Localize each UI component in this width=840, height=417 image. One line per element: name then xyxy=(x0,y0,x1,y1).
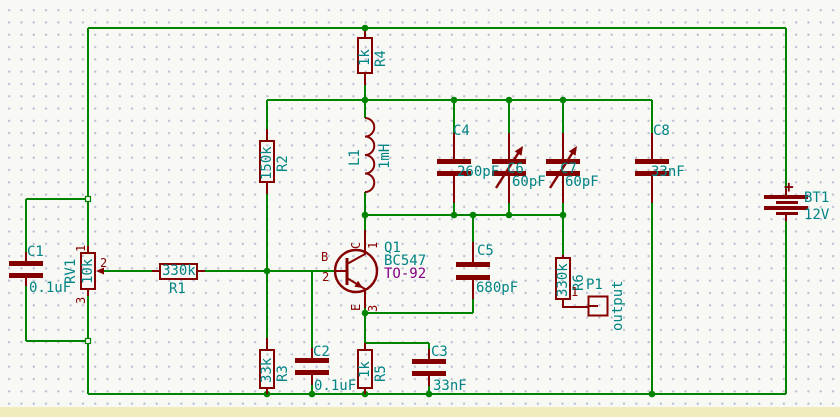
c1-value-label: 0.1uF xyxy=(29,280,72,296)
wires[interactable] xyxy=(25,27,787,395)
rv1-value-label: 10k xyxy=(80,258,96,284)
c3-value-label: 33nF xyxy=(433,378,467,394)
r5-ref-label: R5 xyxy=(373,365,389,382)
resistor-R5-symbol[interactable] xyxy=(357,343,373,394)
capacitor-C8-symbol[interactable] xyxy=(635,133,669,203)
q1-footprint-label: TO-92 xyxy=(384,266,427,282)
q1-base-pin-name: B xyxy=(321,250,329,264)
resistor-R3-symbol[interactable] xyxy=(259,338,275,394)
capacitor-C4-symbol[interactable] xyxy=(437,133,471,203)
trimmer-capacitor-C7-symbol[interactable] xyxy=(546,133,580,203)
c7-value-label: 60pF xyxy=(565,174,599,190)
c7-ref-label: C7 xyxy=(560,161,577,177)
r2-ref-label: R2 xyxy=(275,155,291,172)
q1-base-pin-number: 2 xyxy=(322,270,330,284)
transistor-Q1-symbol[interactable] xyxy=(333,230,379,308)
rv1-ref-label: RV1 xyxy=(63,258,79,284)
bt1-value-label: 12V xyxy=(804,207,830,223)
resistor-R2-symbol[interactable] xyxy=(259,129,275,194)
inductor-L1-symbol[interactable] xyxy=(364,117,376,193)
rv1-pin2-number: 2 xyxy=(100,256,108,270)
bt1-plus-sign: + xyxy=(784,177,794,196)
c4-ref-label: C4 xyxy=(453,123,470,139)
c6-ref-label: C6 xyxy=(507,161,524,177)
q1-emitter-pin-name: E xyxy=(349,303,363,311)
q1-value-label: BC547 xyxy=(384,253,427,269)
q1-collector-pin-number: 1 xyxy=(366,241,380,249)
c8-ref-label: C8 xyxy=(653,123,670,139)
resistor-R1-symbol[interactable] xyxy=(152,263,205,280)
c4-value-label: 260pF xyxy=(457,164,500,180)
c2-ref-label: C2 xyxy=(313,344,330,360)
c5-ref-label: C5 xyxy=(477,243,494,259)
capacitor-C5-symbol[interactable] xyxy=(456,242,490,299)
c5-value-label: 680pF xyxy=(476,280,519,296)
capacitor-C1-symbol[interactable] xyxy=(9,252,43,286)
r1-ref-label: R1 xyxy=(169,281,186,297)
junction-dots xyxy=(84,24,656,398)
potentiometer-RV1-symbol[interactable] xyxy=(80,246,104,296)
capacitor-C3-symbol[interactable] xyxy=(412,349,446,386)
capacitor-C2-symbol[interactable] xyxy=(295,348,329,385)
q1-collector-pin-name: C xyxy=(349,241,363,249)
resistor-R4-symbol[interactable] xyxy=(357,31,373,85)
p1-ref-label: P1 xyxy=(586,277,603,293)
r2-value-label: 150k xyxy=(259,146,275,180)
r3-value-label: 33k xyxy=(259,357,275,383)
rv1-pin1-number: 1 xyxy=(74,244,88,252)
q1-ref-label: Q1 xyxy=(384,240,401,256)
c1-ref-label: C1 xyxy=(27,244,44,260)
r4-ref-label: R4 xyxy=(373,50,389,67)
resistor-R6-symbol[interactable] xyxy=(555,255,588,308)
c2-value-label: 0.1uF xyxy=(314,378,357,394)
bottom-window-strip xyxy=(0,407,840,417)
c8-value-label: 33nF xyxy=(651,164,685,180)
r6-value-label: 330k xyxy=(555,263,571,297)
bt1-ref-label: BT1 xyxy=(804,190,830,206)
l1-ref-label: L1 xyxy=(347,149,363,166)
r3-ref-label: R3 xyxy=(275,365,291,382)
battery-BT1-symbol[interactable] xyxy=(764,189,808,221)
r5-value-label: 1k xyxy=(357,361,373,378)
p1-net-label: output xyxy=(610,280,626,331)
q1-emitter-pin-number: 3 xyxy=(366,304,380,312)
p1-pin-number: 1 xyxy=(571,285,579,299)
rv1-pin3-number: 3 xyxy=(74,296,88,304)
c3-ref-label: C3 xyxy=(431,344,448,360)
c6-value-label: 60pF xyxy=(512,174,546,190)
l1-value-label: 1mH xyxy=(377,143,393,169)
connector-P1-symbol[interactable] xyxy=(587,295,609,317)
r4-value-label: 1k xyxy=(357,49,373,66)
r1-value-label: 330k xyxy=(162,263,196,279)
trimmer-capacitor-C6-symbol[interactable] xyxy=(492,133,526,203)
